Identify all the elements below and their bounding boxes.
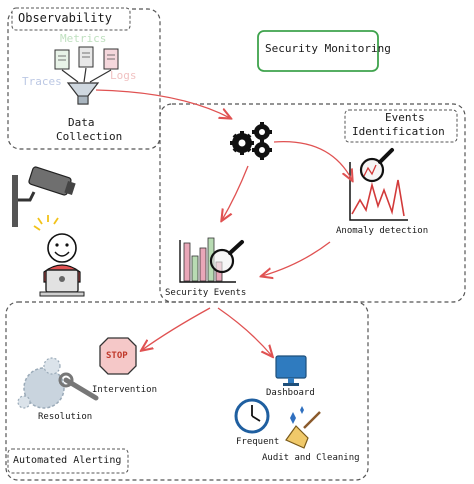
arrow-events-to-intervention [142,307,211,350]
intervention-label: Intervention [92,385,158,395]
automated-alerting-label-box [7,448,129,474]
security-events-chart-icon [179,237,244,283]
funnel-icon [66,82,100,105]
anomaly-chart-icon [349,148,408,221]
security-events-label: Security Events [165,288,247,298]
gears-icon [230,122,272,160]
traces-label: Traces [22,75,62,88]
resolution-gears-icon [17,357,99,409]
security-camera-icon [12,166,76,227]
stop-sign-label: STOP [106,351,128,361]
observability-label: Observability [18,11,112,25]
flow-arrows [95,89,352,356]
arrow-processing-to-events [222,165,249,220]
dashboard-label: Dashboard [266,388,315,398]
events-identification-label-line1: Events [385,111,425,124]
arrow-anomaly-to-events [262,241,331,276]
audit-cleaning-label: Audit and Cleaning [262,453,360,463]
automated-alerting-label: Automated Alerting [13,455,122,466]
events-identification-label-line2: Identification [352,125,445,138]
anomaly-detection-label: Anomaly detection [336,226,429,236]
arrow-events-to-dashboard [217,307,272,356]
data-collection-label-line1: Data [68,116,95,129]
arrow-collection-to-processing [95,89,230,118]
logs-label: Logs [110,69,137,82]
broom-icon [285,406,321,449]
security-monitoring-box [257,30,379,72]
documents-icon [54,46,119,83]
clock-icon [234,398,270,434]
person-at-laptop-icon [33,215,85,297]
metrics-label: Metrics [60,32,107,45]
resolution-label: Resolution [38,412,93,422]
frequent-label: Frequent [236,437,280,447]
events-identification-label-box [344,109,458,143]
dashboard-monitor-icon [275,355,307,386]
arrow-processing-to-anomaly [273,141,352,180]
stop-sign-icon [99,337,137,375]
data-collection-label-line2: Collection [56,130,123,143]
observability-label-box [11,7,131,31]
security-monitoring-title: Security Monitoring [265,42,391,55]
automated-alerting-frame [5,301,369,481]
